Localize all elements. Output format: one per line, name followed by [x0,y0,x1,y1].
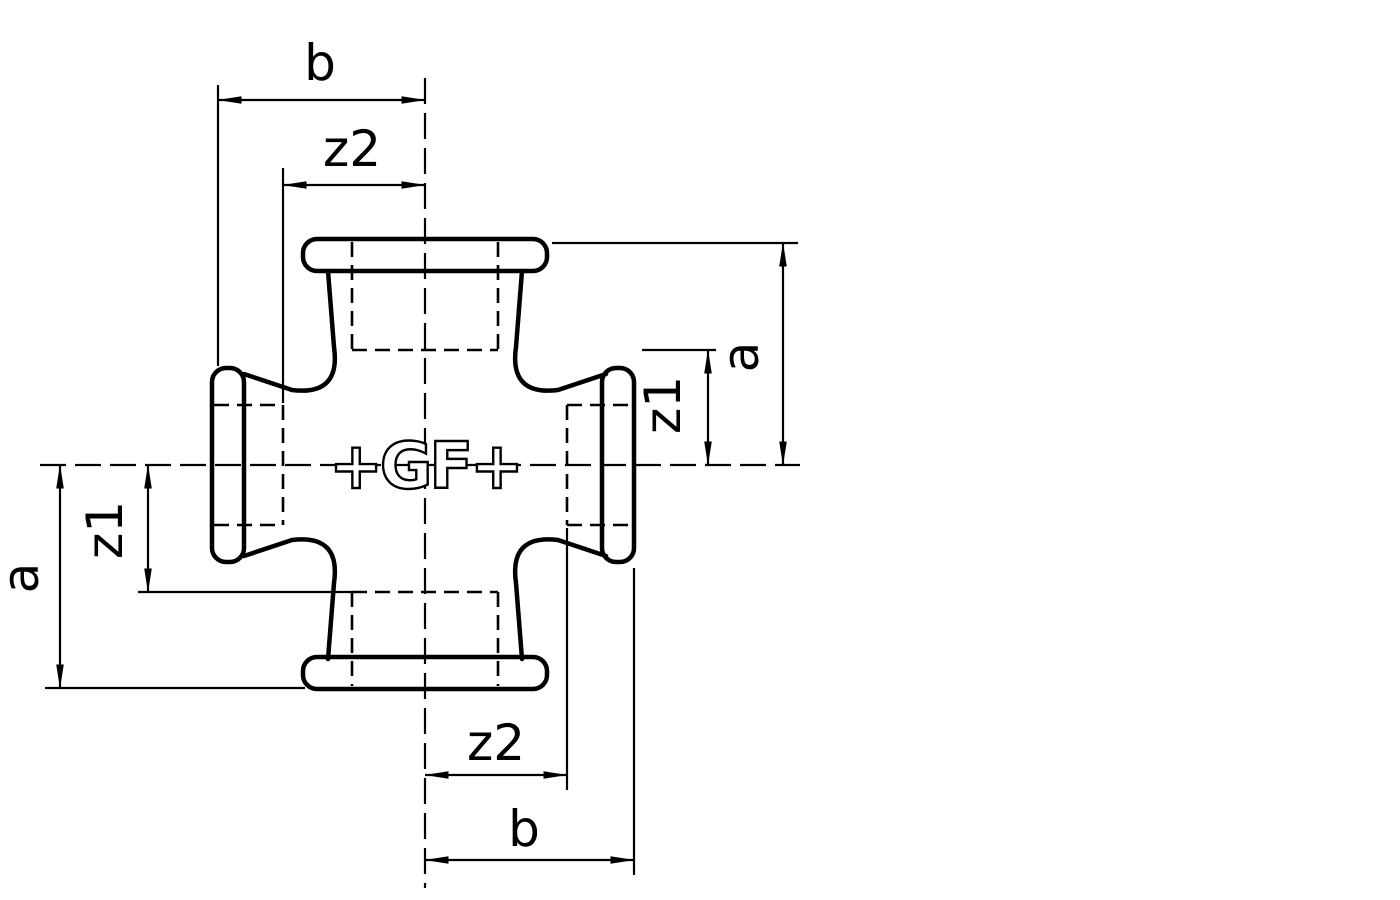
dimension-z2-top [281,168,426,403]
socket-bead-right [599,365,637,565]
dimension-annotations [45,85,798,875]
dim-label-b-bottom: b [508,800,540,858]
dim-label-z2-bottom: z2 [467,714,525,772]
dimension-b-bottom [424,568,636,875]
centerlines [40,78,800,888]
dimension-z2-bottom [424,528,569,790]
socket-bead-bottom [300,654,550,692]
dim-label-z1-right: z1 [634,376,692,434]
dim-label-z2-top: z2 [323,120,381,178]
dimension-a-right [552,241,798,466]
fitting-body [241,268,609,662]
cross-fitting-outline [209,236,637,692]
hidden-thread-lines [214,242,634,686]
dim-label-z1-left: z1 [76,501,134,559]
dim-label-b-top: b [304,34,336,92]
dimension-z1-left [138,464,352,594]
dim-label-a-left: a [0,563,50,594]
dimension-a-left [45,464,305,690]
dimension-z1-right [642,348,716,466]
gf-logo: +GF+ [329,430,521,504]
dim-label-a-right: a [712,342,770,373]
socket-bead-left [209,365,247,565]
dimension-b-top [216,85,426,366]
dimension-labels: b z2 a z1 a z1 z2 b [0,34,770,858]
socket-bead-top [300,236,550,274]
